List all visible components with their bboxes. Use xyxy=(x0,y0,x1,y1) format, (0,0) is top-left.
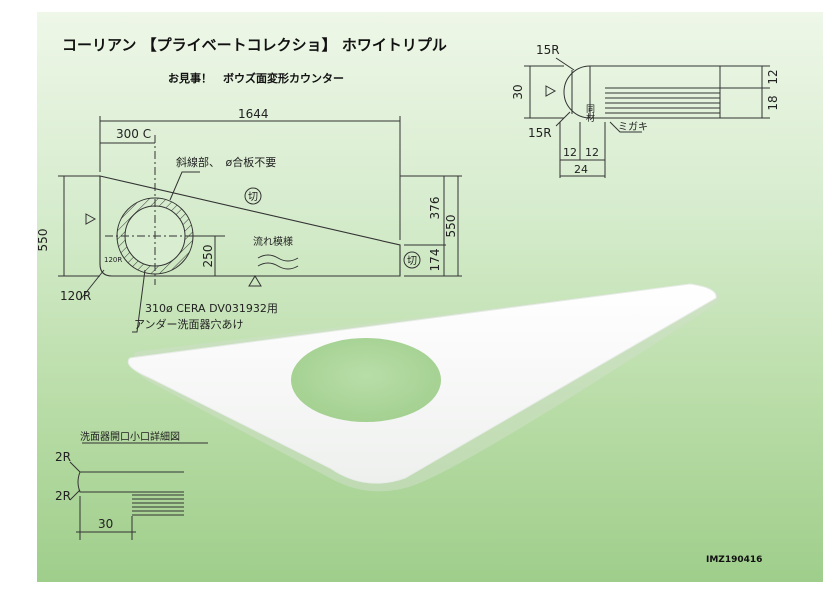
corner-radius-inner: 120R xyxy=(104,256,122,264)
cut-mark-top: 切 xyxy=(248,191,258,203)
section-dim-upper: 12 xyxy=(766,69,780,84)
grain-note: 流れ模様 xyxy=(253,235,293,248)
dim-right-upper: 376 xyxy=(428,197,442,220)
edge-section-drawing xyxy=(524,57,770,178)
dim-height-right: 550 xyxy=(444,215,458,238)
detail-radius-top: 2R xyxy=(55,450,71,464)
section-same-material: 同材 xyxy=(584,104,595,122)
dim-total-width: 1644 xyxy=(238,107,269,121)
section-radius-bottom: 15R xyxy=(528,126,552,140)
dim-right-lower: 174 xyxy=(428,249,442,272)
cut-mark-right: 切 xyxy=(407,255,417,267)
section-radius-top: 15R xyxy=(536,43,560,57)
corner-radius-label: 120R xyxy=(60,289,91,303)
basin-note-2: アンダー洗面器穴あけ xyxy=(134,317,244,331)
section-dim-b: 12 xyxy=(585,146,599,159)
counter-outline xyxy=(99,175,401,277)
section-dim-height: 30 xyxy=(511,84,525,99)
drawing-code: IMZ190416 xyxy=(706,555,763,565)
page-title: コーリアン 【プライベートコレクショ】 ホワイトリプル xyxy=(62,36,447,54)
section-dim-a: 12 xyxy=(563,146,577,159)
dim-center-height: 250 xyxy=(201,245,215,268)
counter-basin-hole xyxy=(291,338,441,422)
page-subtitle: お見事！ ボウズ面変形カウンター xyxy=(168,72,344,85)
detail-radius-bottom: 2R xyxy=(55,489,71,503)
main-plan-drawing xyxy=(58,116,462,333)
opening-detail-drawing xyxy=(69,442,208,540)
basin-note-1: 310ø CERA DV031932用 xyxy=(145,302,278,315)
counter-illustration xyxy=(127,283,721,492)
section-dim-total: 24 xyxy=(574,163,588,176)
hatch-note: 斜線部、 ø合板不要 xyxy=(176,155,276,169)
detail-dim-width: 30 xyxy=(98,517,113,531)
dim-center-offset: 300 C xyxy=(116,127,151,141)
detail-title: 洗面器開口小口詳細図 xyxy=(80,430,180,443)
section-polish-note: ミガキ xyxy=(618,121,648,133)
section-dim-lower: 18 xyxy=(766,95,780,110)
dim-height-left: 550 xyxy=(36,229,50,252)
